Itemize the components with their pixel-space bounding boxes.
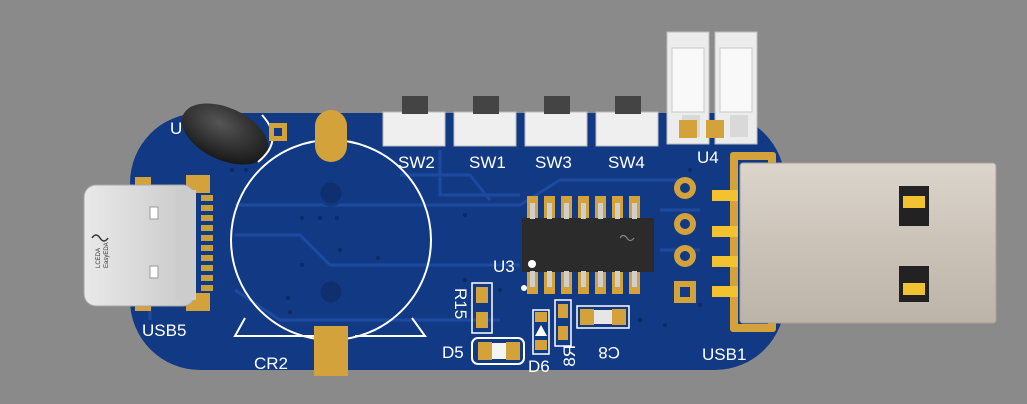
label-sw4: SW4 xyxy=(608,153,645,172)
label-r8: R8 xyxy=(560,345,579,367)
label-d5: D5 xyxy=(442,343,464,362)
easyeda-logo-icon xyxy=(91,234,109,242)
led-d5 xyxy=(471,337,525,365)
label-u4: U4 xyxy=(697,148,719,167)
switches xyxy=(382,96,659,147)
label-c8: C8 xyxy=(598,343,620,362)
switch-sw2 xyxy=(382,96,446,147)
label-sw2: SW2 xyxy=(398,153,435,172)
chip-logo-icon xyxy=(619,234,635,242)
label-usb1: USB1 xyxy=(702,345,746,364)
capacitor-c8 xyxy=(576,305,630,329)
label-u-partial: U xyxy=(170,119,182,138)
label-sw1: SW1 xyxy=(469,153,506,172)
usb-a-connector xyxy=(712,152,997,332)
label-usb5: USB5 xyxy=(142,321,186,340)
switch-sw1 xyxy=(453,96,517,147)
label-u3: U3 xyxy=(493,257,515,276)
diode-d6 xyxy=(532,309,550,355)
resistor-r8 xyxy=(554,299,572,347)
silk-labels: U SW2 SW1 SW3 SW4 U4 U3 R15 D5 D6 R8 C8 … xyxy=(142,119,746,376)
buzzer-cr2 xyxy=(230,110,432,376)
transistor xyxy=(181,103,287,165)
jst-connector xyxy=(666,31,758,145)
usbc-marking-line2: EasyEDA xyxy=(104,242,110,268)
r15-pads xyxy=(471,282,493,334)
switch-sw4 xyxy=(595,96,659,147)
usbc-marking-line1: LCEDA xyxy=(96,248,102,268)
switch-sw3 xyxy=(524,96,588,147)
label-sw3: SW3 xyxy=(535,153,572,172)
ic-u3 xyxy=(521,196,654,294)
usb-c-connector: LCEDA EasyEDA xyxy=(83,175,213,311)
label-d6: D6 xyxy=(528,357,550,376)
header-pins xyxy=(674,177,696,303)
label-r15: R15 xyxy=(451,288,470,319)
label-cr2: CR2 xyxy=(254,354,288,373)
